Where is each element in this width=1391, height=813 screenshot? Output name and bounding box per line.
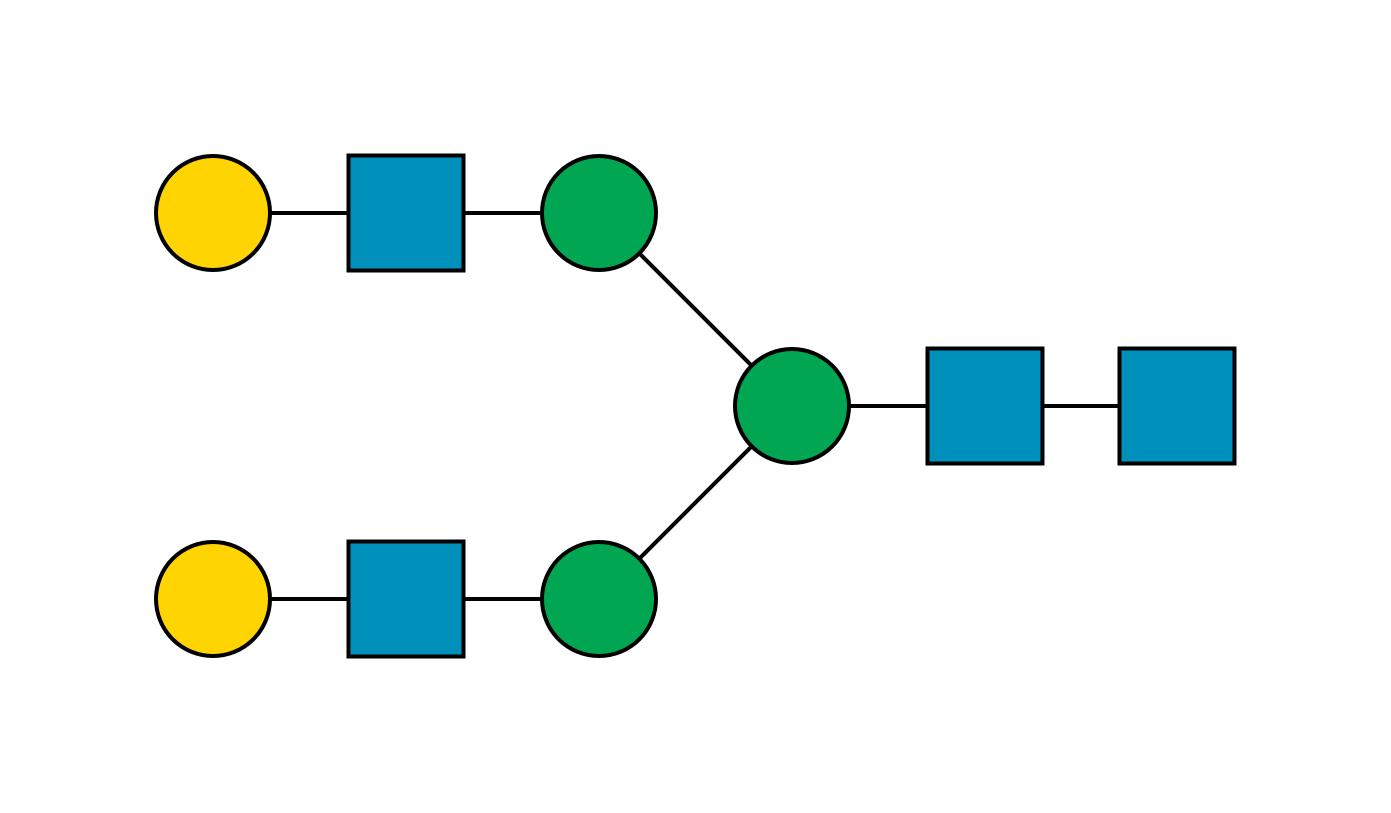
residue-layer — [154, 153, 1237, 659]
galactose-circle-gal-a — [154, 154, 272, 272]
glcnac-square-glcnac-b — [346, 539, 466, 659]
mannose-circle-man-a — [540, 154, 658, 272]
glcnac-square-glcnac-core-1 — [925, 346, 1045, 466]
galactose-circle-gal-b — [154, 540, 272, 658]
mannose-circle-man-b — [540, 540, 658, 658]
mannose-circle-man-core — [733, 347, 851, 465]
glcnac-square-glcnac-core-2 — [1117, 346, 1237, 466]
glcnac-square-glcnac-a — [346, 153, 466, 273]
